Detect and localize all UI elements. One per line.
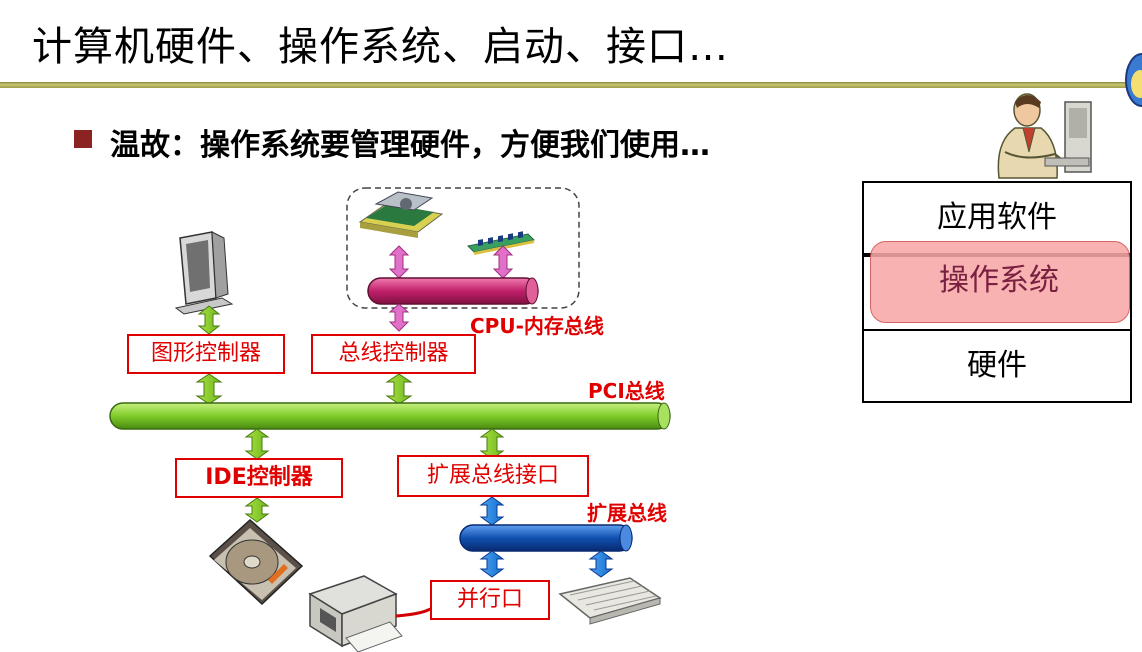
pci-to-ide-arrow <box>244 428 270 460</box>
title-divider <box>0 82 1142 88</box>
pci-bus-label: PCI总线 <box>588 379 665 403</box>
printer-icon <box>308 575 403 652</box>
cpu-memory-group-outline <box>346 187 580 309</box>
memory-to-bus-arrow <box>492 245 514 279</box>
cpu-to-bus-arrow <box>388 245 410 279</box>
bus-controller-box: 总线控制器 <box>311 334 476 374</box>
corner-decoration <box>1125 53 1142 107</box>
expansion-bus-to-keyboard-arrow <box>588 550 614 578</box>
os-highlight <box>870 241 1130 323</box>
expansion-interface-to-bus-arrow <box>479 496 505 526</box>
expansion-bus-to-parallel-arrow <box>479 550 505 578</box>
hard-disk-icon <box>208 518 304 606</box>
monitor-icon <box>174 231 234 315</box>
cpu-bus-to-controller-arrow <box>388 303 410 332</box>
expansion-bus <box>459 524 633 552</box>
parallel-port-box: 并行口 <box>430 580 550 620</box>
ide-controller-box: IDE控制器 <box>175 458 343 498</box>
person-at-computer-icon <box>997 93 1092 179</box>
bus-controller-to-pci-arrow <box>385 373 413 405</box>
bullet-marker <box>74 130 92 148</box>
ide-to-disk-arrow <box>244 497 270 523</box>
cpu-memory-bus-label: CPU-内存总线 <box>470 314 604 338</box>
cpu-memory-bus <box>367 277 539 305</box>
bullet-text: 温故：操作系统要管理硬件，方便我们使用… <box>110 128 710 163</box>
graphics-to-pci-arrow <box>195 373 223 405</box>
pci-bus <box>109 402 671 430</box>
stack-os-label: 操作系统 <box>939 263 1059 298</box>
stack-hardware-layer: 硬件 <box>862 329 1132 403</box>
cpu-icon <box>358 191 444 238</box>
slide-title: 计算机硬件、操作系统、启动、接口… <box>32 24 729 70</box>
keyboard-icon <box>558 577 662 625</box>
graphics-controller-box: 图形控制器 <box>127 334 285 374</box>
expansion-interface-box: 扩展总线接口 <box>397 455 589 497</box>
expansion-bus-label: 扩展总线 <box>587 501 667 525</box>
